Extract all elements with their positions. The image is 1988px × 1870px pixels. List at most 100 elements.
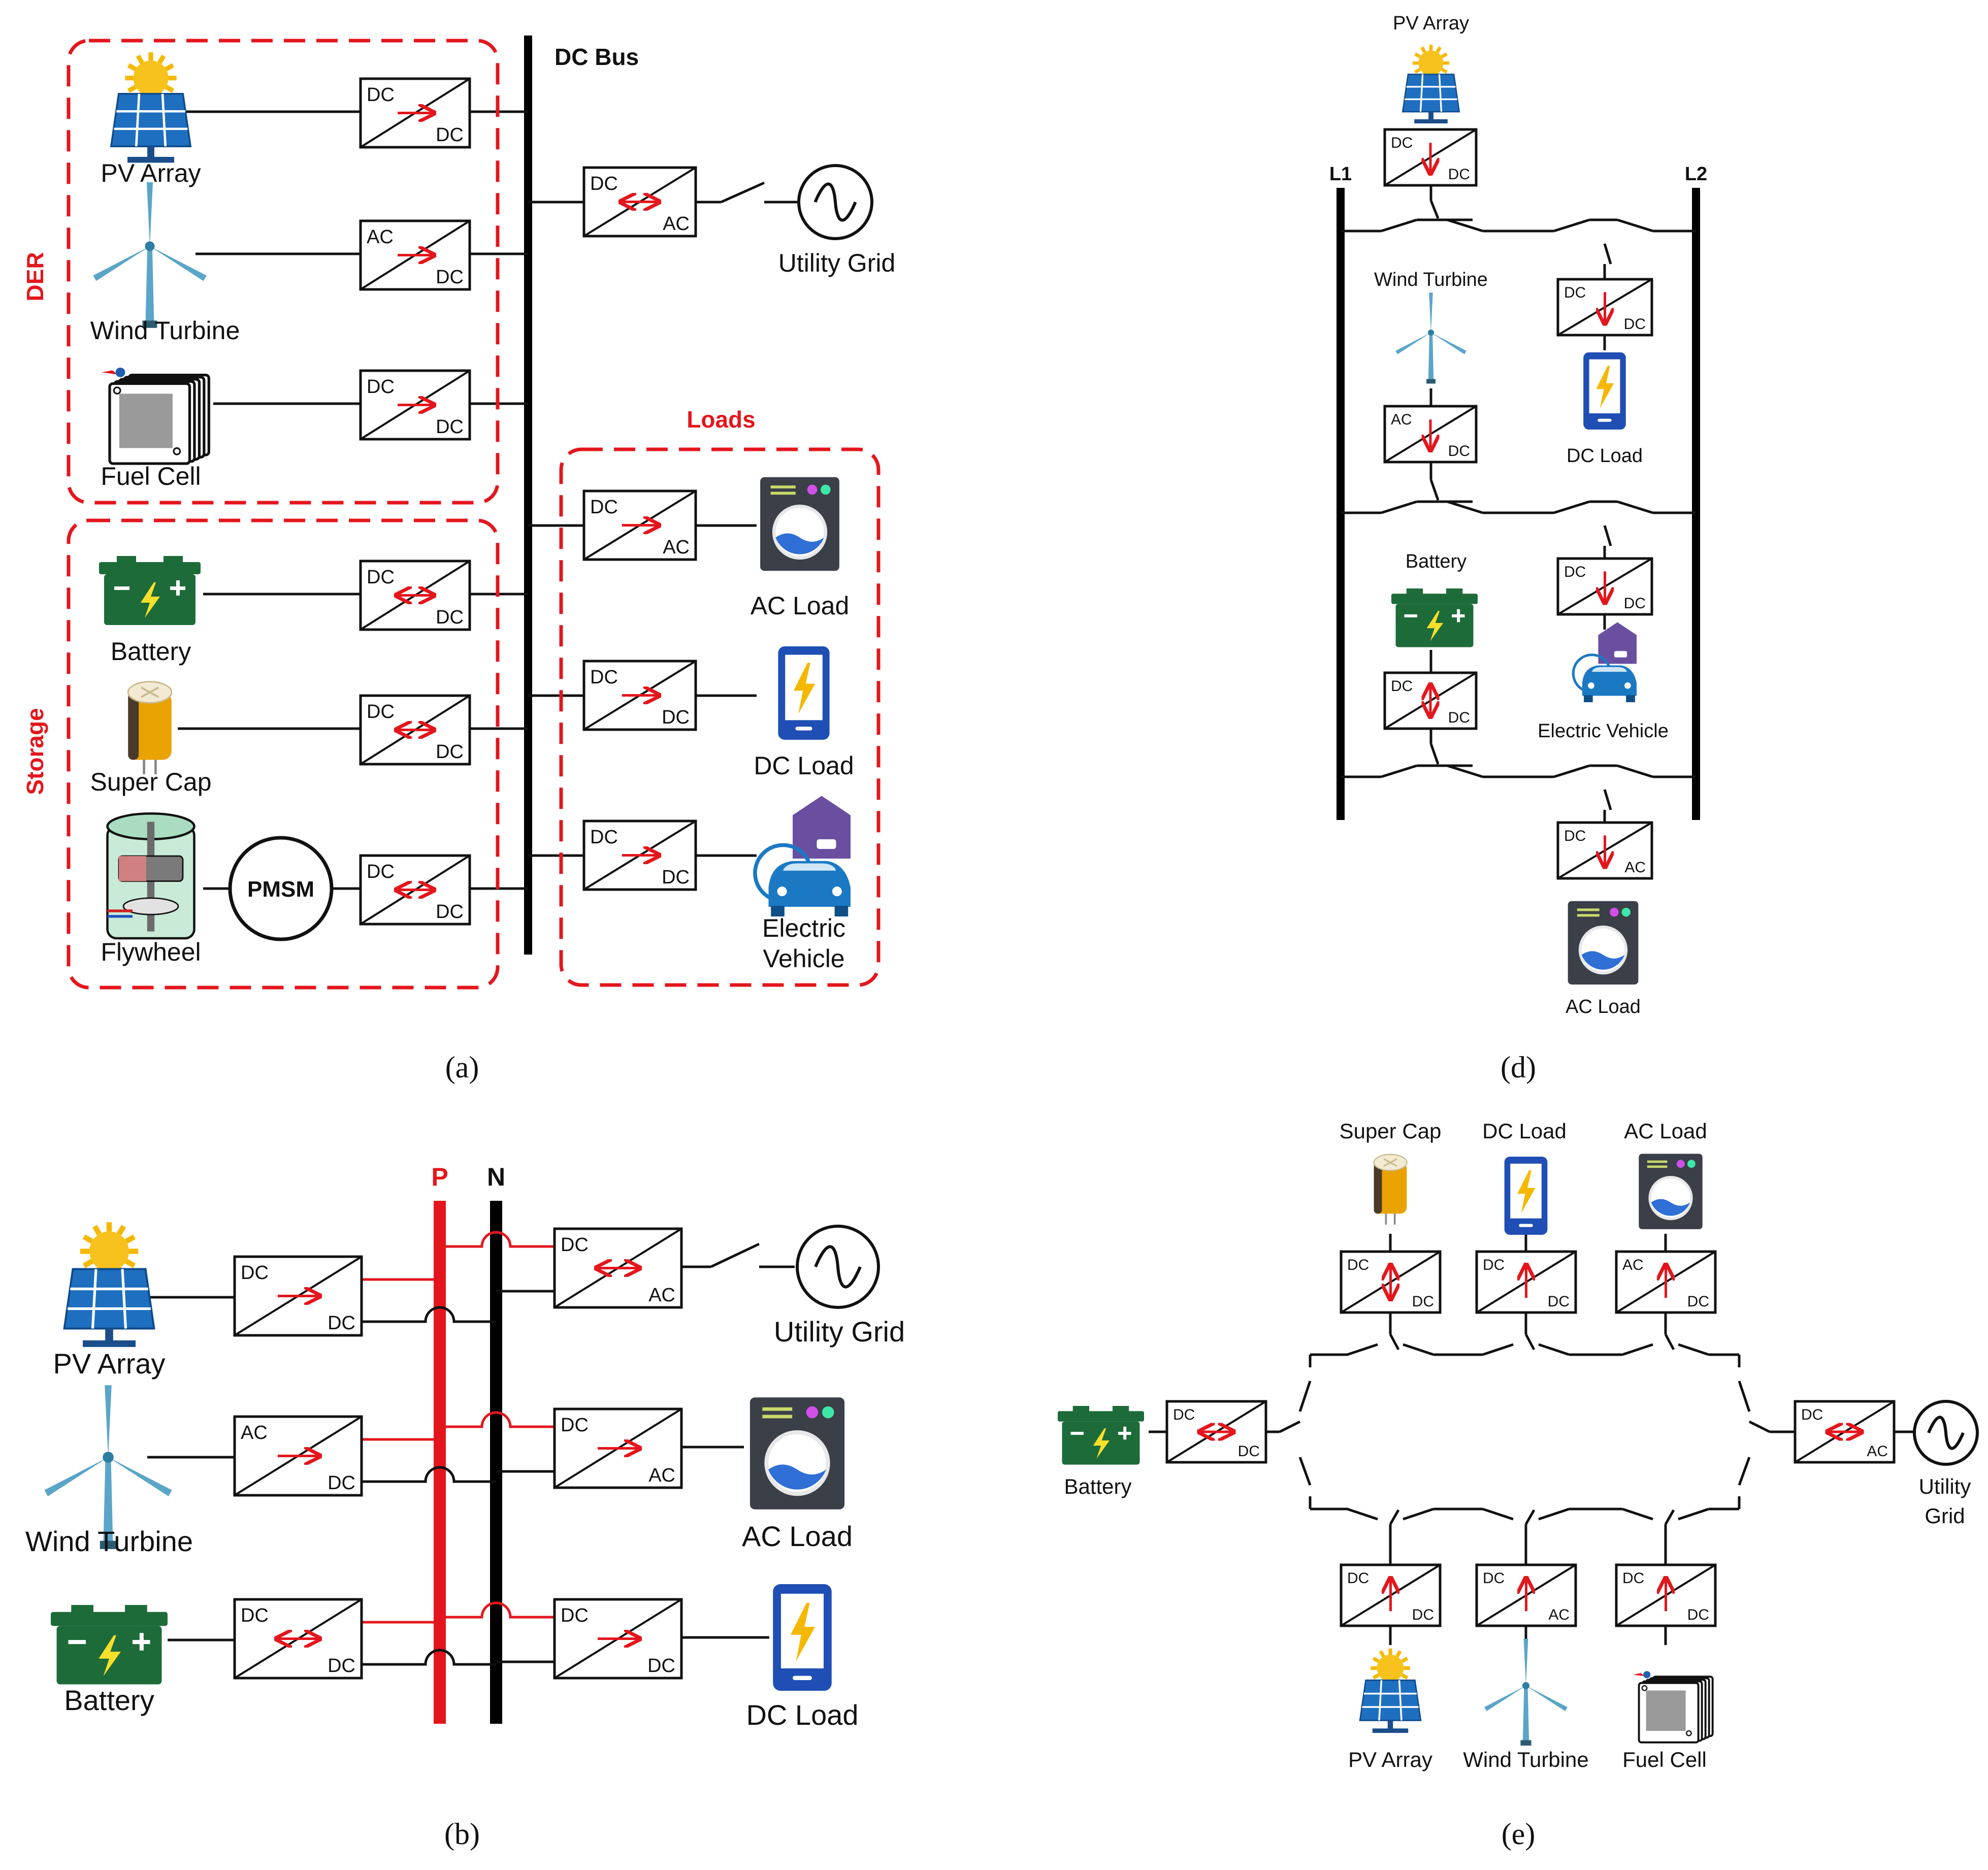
indicator [821,484,831,495]
converter-input-label: DC [561,1415,589,1436]
converter-output-label: DC [662,867,690,888]
branch-switch [1524,1333,1536,1351]
ring-switch [1482,1507,1514,1521]
panel-grid [161,93,167,147]
base [1414,119,1448,124]
converter-input-label: AC [1391,411,1412,428]
tower [1522,1686,1529,1742]
panel-a-ev-label-line2: Vehicle [763,944,844,973]
can [1374,1162,1407,1214]
water [768,1464,826,1490]
indicator [807,484,818,495]
bolt [1686,1730,1692,1736]
branch-switch [1748,1420,1771,1433]
ring-switch [1403,1343,1434,1356]
negative-tap-hop [362,1466,496,1483]
ring-switch [1347,1343,1378,1356]
panel-e-fuel-label: Fuel Cell [1622,1748,1707,1771]
battery-switch [1429,743,1440,765]
panel-grid [91,1269,97,1329]
grid-switch [710,1242,760,1268]
converter-output-label: DC [1412,1606,1434,1623]
display-bar [1577,914,1600,917]
converter-input-label: DC [590,497,618,518]
negative-tap-hop [362,1649,496,1666]
terminal [1406,588,1423,595]
home-button [795,727,812,731]
panel [1359,1679,1422,1721]
fuel-cell-icon [1633,1671,1714,1744]
flag [102,370,118,375]
panel-a-pmsm-label: PMSM [247,877,314,902]
headlight [832,887,842,897]
ring-switch [1622,1343,1653,1356]
panel-grid [1378,1680,1383,1721]
sun-ray [1379,1650,1385,1658]
converter-input-label: DC [1483,1570,1505,1587]
can [128,692,172,760]
converter-output-label: DC [1448,166,1470,183]
bolt [99,1635,121,1677]
plus-sign [1123,1426,1127,1440]
blade [105,1385,112,1457]
base [100,1540,117,1549]
ac-load-icon [760,477,839,571]
bolt [790,1602,816,1662]
blade [1395,333,1431,354]
cross-switch [1553,764,1590,778]
cross-switch [1447,218,1483,233]
windshield [783,863,836,871]
battery-icon [1391,588,1478,647]
converter-input-label: DC [1801,1406,1823,1423]
base [127,156,174,163]
converter-output-label: DC [328,1655,355,1677]
converter-input-label: DC [561,1605,589,1626]
membrane [119,393,173,448]
panel-e-ac-load-label: AC Load [1624,1119,1707,1143]
pv-switch [1429,200,1440,219]
converter-output-label: DC [1687,1293,1709,1310]
sine-wave [1927,1416,1965,1450]
converter-output-label: DC [1412,1293,1434,1310]
converter-output-label: AC [1548,1606,1570,1623]
branch-switch [1524,1509,1536,1525]
panel-grid [1419,74,1424,112]
cross-switch [1617,218,1653,233]
panel-b-battery-label: Battery [64,1684,154,1716]
ev-switch [1603,525,1612,546]
loads-group-box [559,447,881,987]
bolt [173,447,181,455]
sun [89,1231,129,1271]
branch-switch [1664,1333,1675,1351]
panel-d-caption: (d) [1501,1051,1536,1084]
blade [150,246,207,281]
icons-layer [44,45,1979,1746]
sun-ray [1414,68,1421,74]
converter-b-load-2: DC AC [553,1407,683,1489]
plus-sign [1457,609,1460,622]
branch-switch [1389,1509,1400,1525]
pmsm-motor [228,836,334,941]
converter-output-label: DC [436,741,464,763]
converter-output-label: AC [648,1465,675,1486]
converter-output-label: DC [436,267,464,288]
indicator [1676,1160,1685,1168]
display-bar [770,485,796,488]
cross-switch [1381,500,1417,514]
converter-output-label: DC [1624,595,1646,612]
ac-load-switch [1603,789,1612,810]
panel-e-grid-label-line2: Grid [1925,1504,1965,1528]
converter-input-label: DC [367,567,395,588]
bolt [1093,1428,1110,1459]
electric-vehicle-icon [753,796,851,916]
hub [145,241,155,251]
super-cap-icon [1373,1154,1408,1225]
negative-tap-hop [362,1306,496,1323]
